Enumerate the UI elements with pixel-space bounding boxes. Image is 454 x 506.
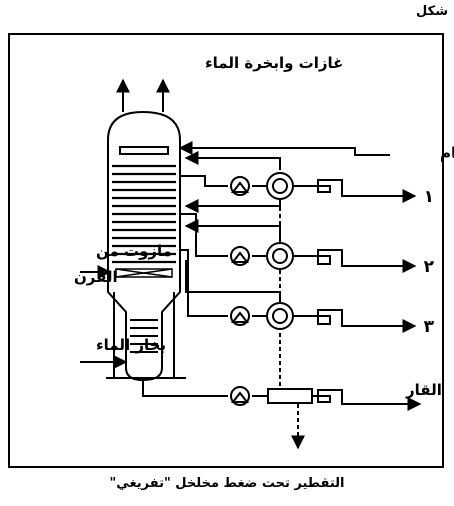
gases-label: غازات وابخرة الماء — [205, 54, 343, 72]
side-draw-2 — [180, 213, 228, 257]
cooler-3 — [292, 309, 410, 327]
reflux-line-top — [184, 151, 281, 170]
reflux-3 — [185, 260, 281, 302]
reflux-2 — [184, 219, 281, 242]
steam-label: بخار الماء — [96, 336, 166, 354]
side-draw-3 — [180, 249, 228, 317]
fuel-oil-label-2: الفرن — [74, 268, 118, 286]
side-draw-1 — [180, 175, 228, 187]
feed-zone — [115, 268, 173, 278]
crude-label: الخام — [440, 144, 454, 162]
bottoms-line — [142, 380, 228, 397]
tar-label: القار — [405, 381, 442, 399]
column-trays — [112, 164, 176, 264]
heat-exchanger-2-icon — [266, 242, 294, 270]
top-plate — [119, 146, 169, 155]
figure-frame — [8, 33, 444, 468]
figure-caption: التقطير تحت ضغط مخلخل "تفريغي" — [109, 476, 345, 491]
figure-label: شكل — [416, 4, 448, 19]
pump-2-icon — [230, 246, 250, 266]
pump-bottom-icon — [230, 386, 250, 406]
crude-feed-line — [178, 141, 390, 156]
output-3-label: ٣ — [424, 317, 435, 337]
pump-1-icon — [230, 176, 250, 196]
cooler-2 — [292, 249, 410, 267]
stripping-trays — [130, 319, 158, 353]
output-2-label: ٢ — [424, 257, 435, 277]
tar-cooler — [312, 389, 400, 405]
heat-exchanger-1-icon — [266, 172, 294, 200]
bottom-exchanger — [267, 388, 313, 404]
heat-exchanger-3-icon — [266, 302, 294, 330]
cooler-1 — [292, 179, 410, 197]
output-1-label: ١ — [424, 187, 434, 207]
pump-3-icon — [230, 306, 250, 326]
reflux-1 — [184, 199, 281, 213]
fuel-oil-label-1: مازوت من — [96, 242, 172, 260]
